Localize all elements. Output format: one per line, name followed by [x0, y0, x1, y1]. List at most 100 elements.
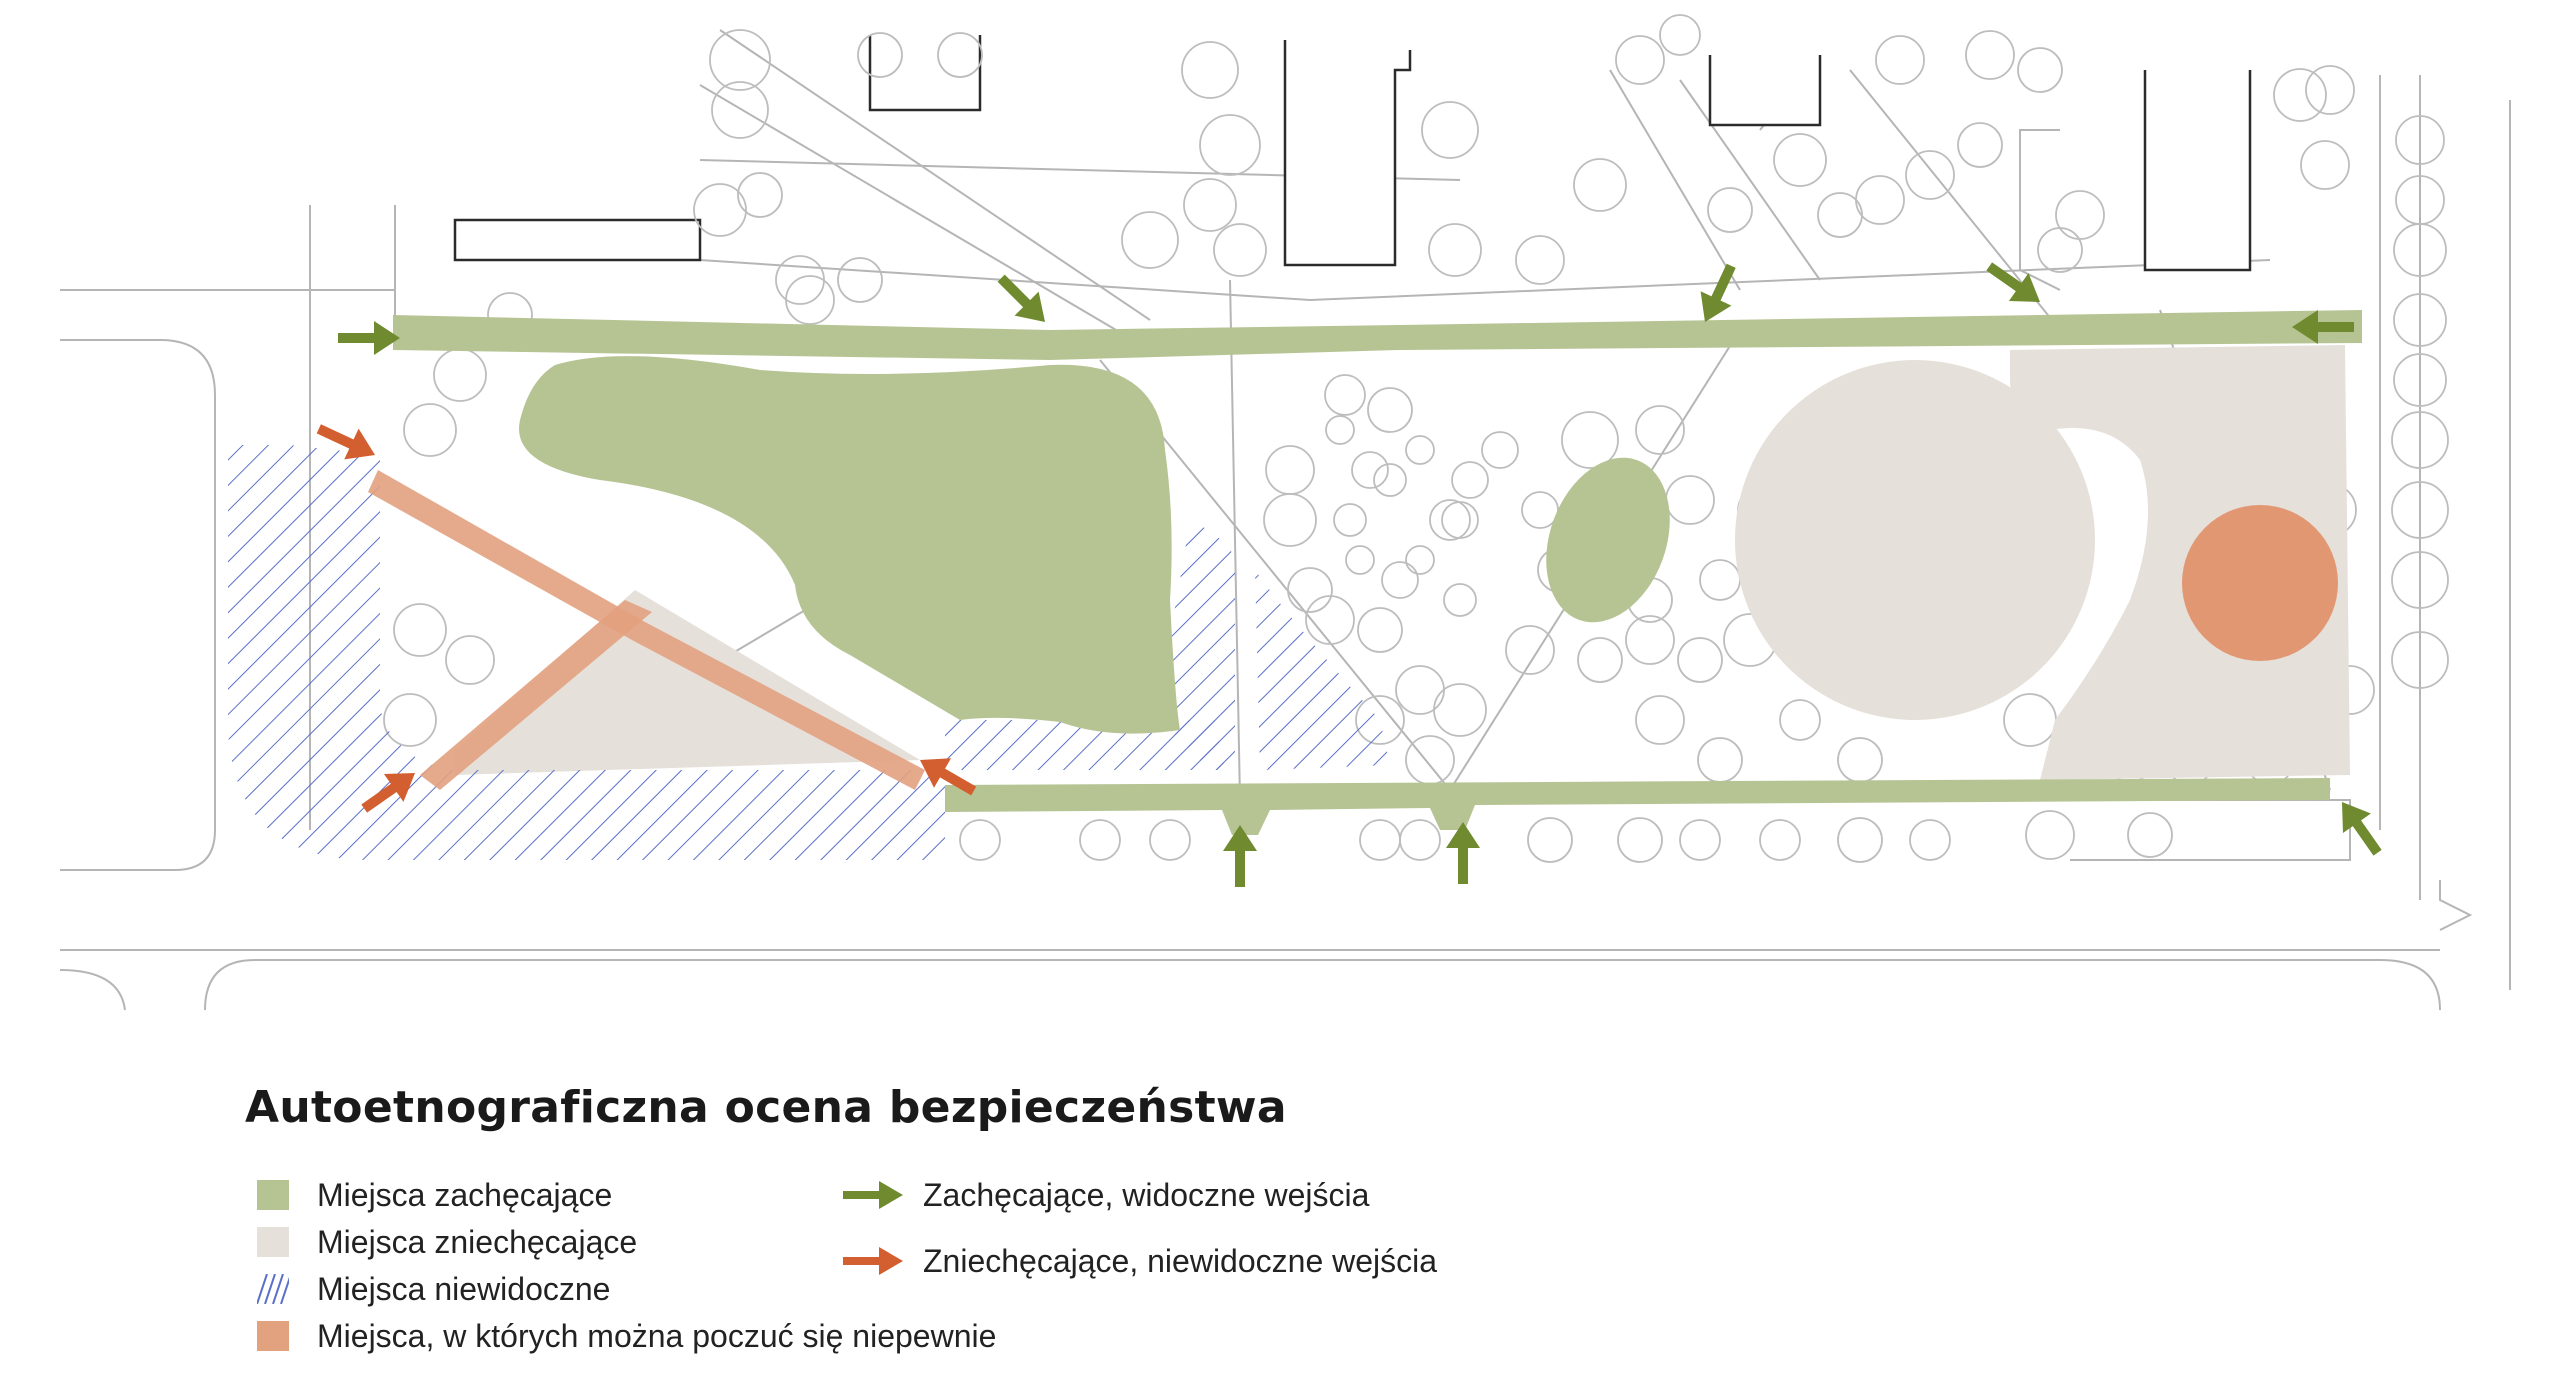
- green-arrow-icon: [1223, 825, 1257, 887]
- tree-icon: [1837, 737, 1883, 783]
- buildings: [453, 35, 2252, 272]
- tree-icon: [1443, 583, 1477, 617]
- orange-arrow-icon: [920, 758, 977, 796]
- legend-label: Zniechęcające, niewidoczne wejścia: [923, 1242, 1438, 1279]
- tree-icon: [1837, 817, 1883, 863]
- tree-icon: [1121, 211, 1179, 269]
- site-plan-map: [59, 14, 2511, 1011]
- hatch-swatch-icon: [257, 1274, 289, 1304]
- tree-icon: [2055, 190, 2105, 240]
- legend-item-encouraging: Miejsca zachęcające: [257, 1175, 612, 1215]
- tree-icon: [1181, 41, 1239, 99]
- tree-icon: [1573, 158, 1627, 212]
- tree-icon: [1635, 405, 1685, 455]
- uncertain-circle: [2182, 505, 2338, 661]
- tree-icon: [1677, 637, 1723, 683]
- tree-icon: [1405, 735, 1455, 785]
- tree-icon: [1373, 463, 1407, 497]
- tree-icon: [1779, 699, 1821, 741]
- tree-icon: [2393, 353, 2447, 407]
- tree-icon: [1421, 101, 1479, 159]
- tree-icon: [2017, 47, 2063, 93]
- tree-icon: [2391, 551, 2449, 609]
- legend-label: Miejsca, w których można poczuć się niep…: [317, 1317, 997, 1354]
- legend-title: Autoetnograficzna ocena bezpieczeństwa: [245, 1082, 1287, 1133]
- tree-icon: [2025, 810, 2075, 860]
- tree-icon: [1381, 561, 1419, 599]
- tree-icon: [433, 348, 487, 402]
- tree-icon: [1635, 695, 1685, 745]
- tree-icon: [2127, 812, 2173, 858]
- tree-icon: [1561, 411, 1619, 469]
- tree-icon: [1441, 501, 1479, 539]
- tree-icon: [1909, 819, 1951, 861]
- tree-icon: [1451, 461, 1489, 499]
- uncertain-path-diagonal: [368, 470, 925, 790]
- tree-icon: [393, 603, 447, 657]
- orange-arrow-icon: [316, 424, 375, 460]
- tree-icon: [1617, 817, 1663, 863]
- tree-icon: [1817, 192, 1863, 238]
- tree-icon: [445, 635, 495, 685]
- tree-icon: [737, 172, 783, 218]
- entrance-arrows: [316, 262, 2382, 887]
- tree-icon: [403, 403, 457, 457]
- tree-icon: [1957, 122, 2003, 168]
- legend-item-discouraging: Miejsca zniechęcające: [257, 1222, 637, 1262]
- tree-icon: [1615, 35, 1665, 85]
- tree-icon: [1773, 133, 1827, 187]
- encouraging-zones: [393, 310, 2362, 835]
- tree-icon: [2003, 693, 2057, 747]
- tree-icon: [1395, 665, 1445, 715]
- tree-icon: [837, 257, 883, 303]
- green-arrow-icon: [843, 1181, 903, 1209]
- salmon-swatch-icon: [257, 1321, 289, 1351]
- green-arrow-icon: [1986, 262, 2040, 302]
- tree-icon: [1659, 14, 1701, 56]
- tree-icon: [1665, 475, 1715, 525]
- orange-arrow-icon: [843, 1247, 903, 1275]
- tree-icon: [1149, 819, 1191, 861]
- tree-icon: [1521, 491, 1559, 529]
- tree-icon: [2391, 411, 2449, 469]
- tree-icon: [959, 819, 1001, 861]
- tree-icon: [1429, 499, 1471, 541]
- tree-icon: [1333, 503, 1367, 537]
- legend-item-uncertain: Miejsca, w których można poczuć się niep…: [257, 1316, 996, 1356]
- tree-icon: [1325, 415, 1355, 445]
- tree-icon: [2393, 223, 2447, 277]
- tree-icon: [1965, 30, 2015, 80]
- tree-icon: [1359, 819, 1401, 861]
- tree-icon: [2037, 227, 2083, 273]
- tree-canopies: [383, 14, 2449, 863]
- legend-label: Miejsca niewidoczne: [317, 1270, 611, 1307]
- tree-icon: [709, 29, 771, 91]
- tree-icon: [2395, 115, 2445, 165]
- tree-icon: [1079, 819, 1121, 861]
- tree-icon: [2393, 293, 2447, 347]
- uncertain-path-short: [420, 600, 652, 790]
- orange-arrow-icon: [361, 773, 415, 813]
- tree-icon: [1263, 493, 1317, 547]
- tree-icon: [1679, 819, 1721, 861]
- green-arrow-icon: [997, 274, 1045, 322]
- green-arrow-icon: [2342, 802, 2382, 856]
- tree-icon: [2391, 631, 2449, 689]
- tree-icon: [1287, 567, 1333, 613]
- tree-icon: [1399, 819, 1441, 861]
- green-swatch-icon: [257, 1180, 289, 1210]
- tree-icon: [1213, 223, 1267, 277]
- tree-icon: [711, 81, 769, 139]
- tree-icon: [1367, 387, 1413, 433]
- tree-icon: [1699, 559, 1741, 601]
- legend-item-visible-entrances: Zachęcające, widoczne wejścia: [843, 1175, 1369, 1215]
- green-arrow-icon: [1446, 822, 1480, 884]
- tree-icon: [1759, 819, 1801, 861]
- tree-icon: [1481, 431, 1519, 469]
- tree-icon: [785, 275, 835, 325]
- tree-icon: [1577, 637, 1623, 683]
- green-arrow-icon: [2292, 310, 2354, 344]
- tree-icon: [1199, 114, 1261, 176]
- legend-label: Miejsca zachęcające: [317, 1176, 613, 1213]
- green-arrow-icon: [1700, 263, 1736, 322]
